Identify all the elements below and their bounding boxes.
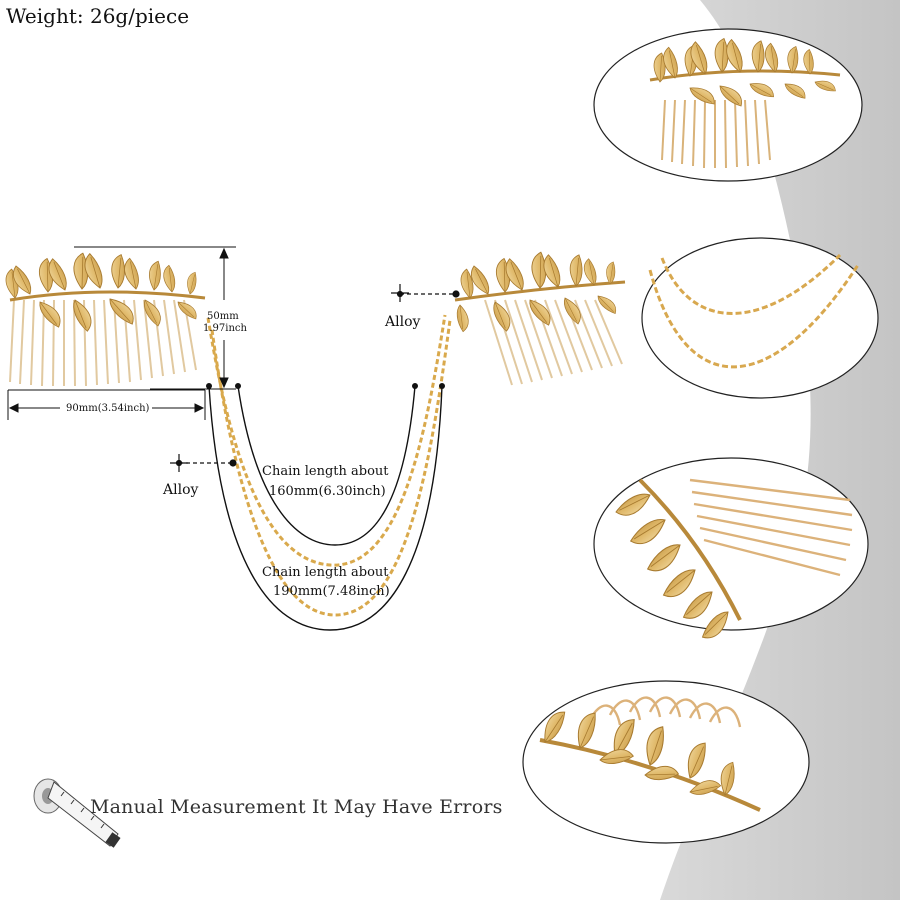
weight-label: Weight: 26g/piece [6,4,190,28]
chain-2-line2: 190mm(7.48inch) [273,584,390,599]
gold-chains [206,314,452,617]
height-inch-label: 1.97inch [203,323,247,334]
alloy-pointer-top [391,284,460,302]
left-comb [0,251,206,387]
chain-length-curves [208,385,443,631]
detail-photo-1 [593,28,863,182]
width-label: 90mm(3.54inch) [63,403,153,414]
measurement-note: Manual Measurement It May Have Errors [90,796,503,818]
detail-photo-4 [522,680,810,844]
width-dimension [7,389,206,420]
alloy-label-top: Alloy [385,314,421,330]
detail-photo-2 [641,237,879,399]
detail-photo-3 [593,457,869,641]
chain-1-line1: Chain length about [262,464,389,479]
alloy-pointer-left [170,454,237,472]
chain-1-line2: 160mm(6.30inch) [269,484,386,499]
height-dimension [74,246,236,390]
chain-2-line1: Chain length about [262,565,389,580]
side-panel [660,0,900,900]
measuring-tape-icon [33,778,121,848]
right-comb [450,250,626,386]
height-mm-label: 50mm [207,311,239,322]
alloy-label-left: Alloy [163,482,199,498]
chain-endpoints [206,383,445,389]
